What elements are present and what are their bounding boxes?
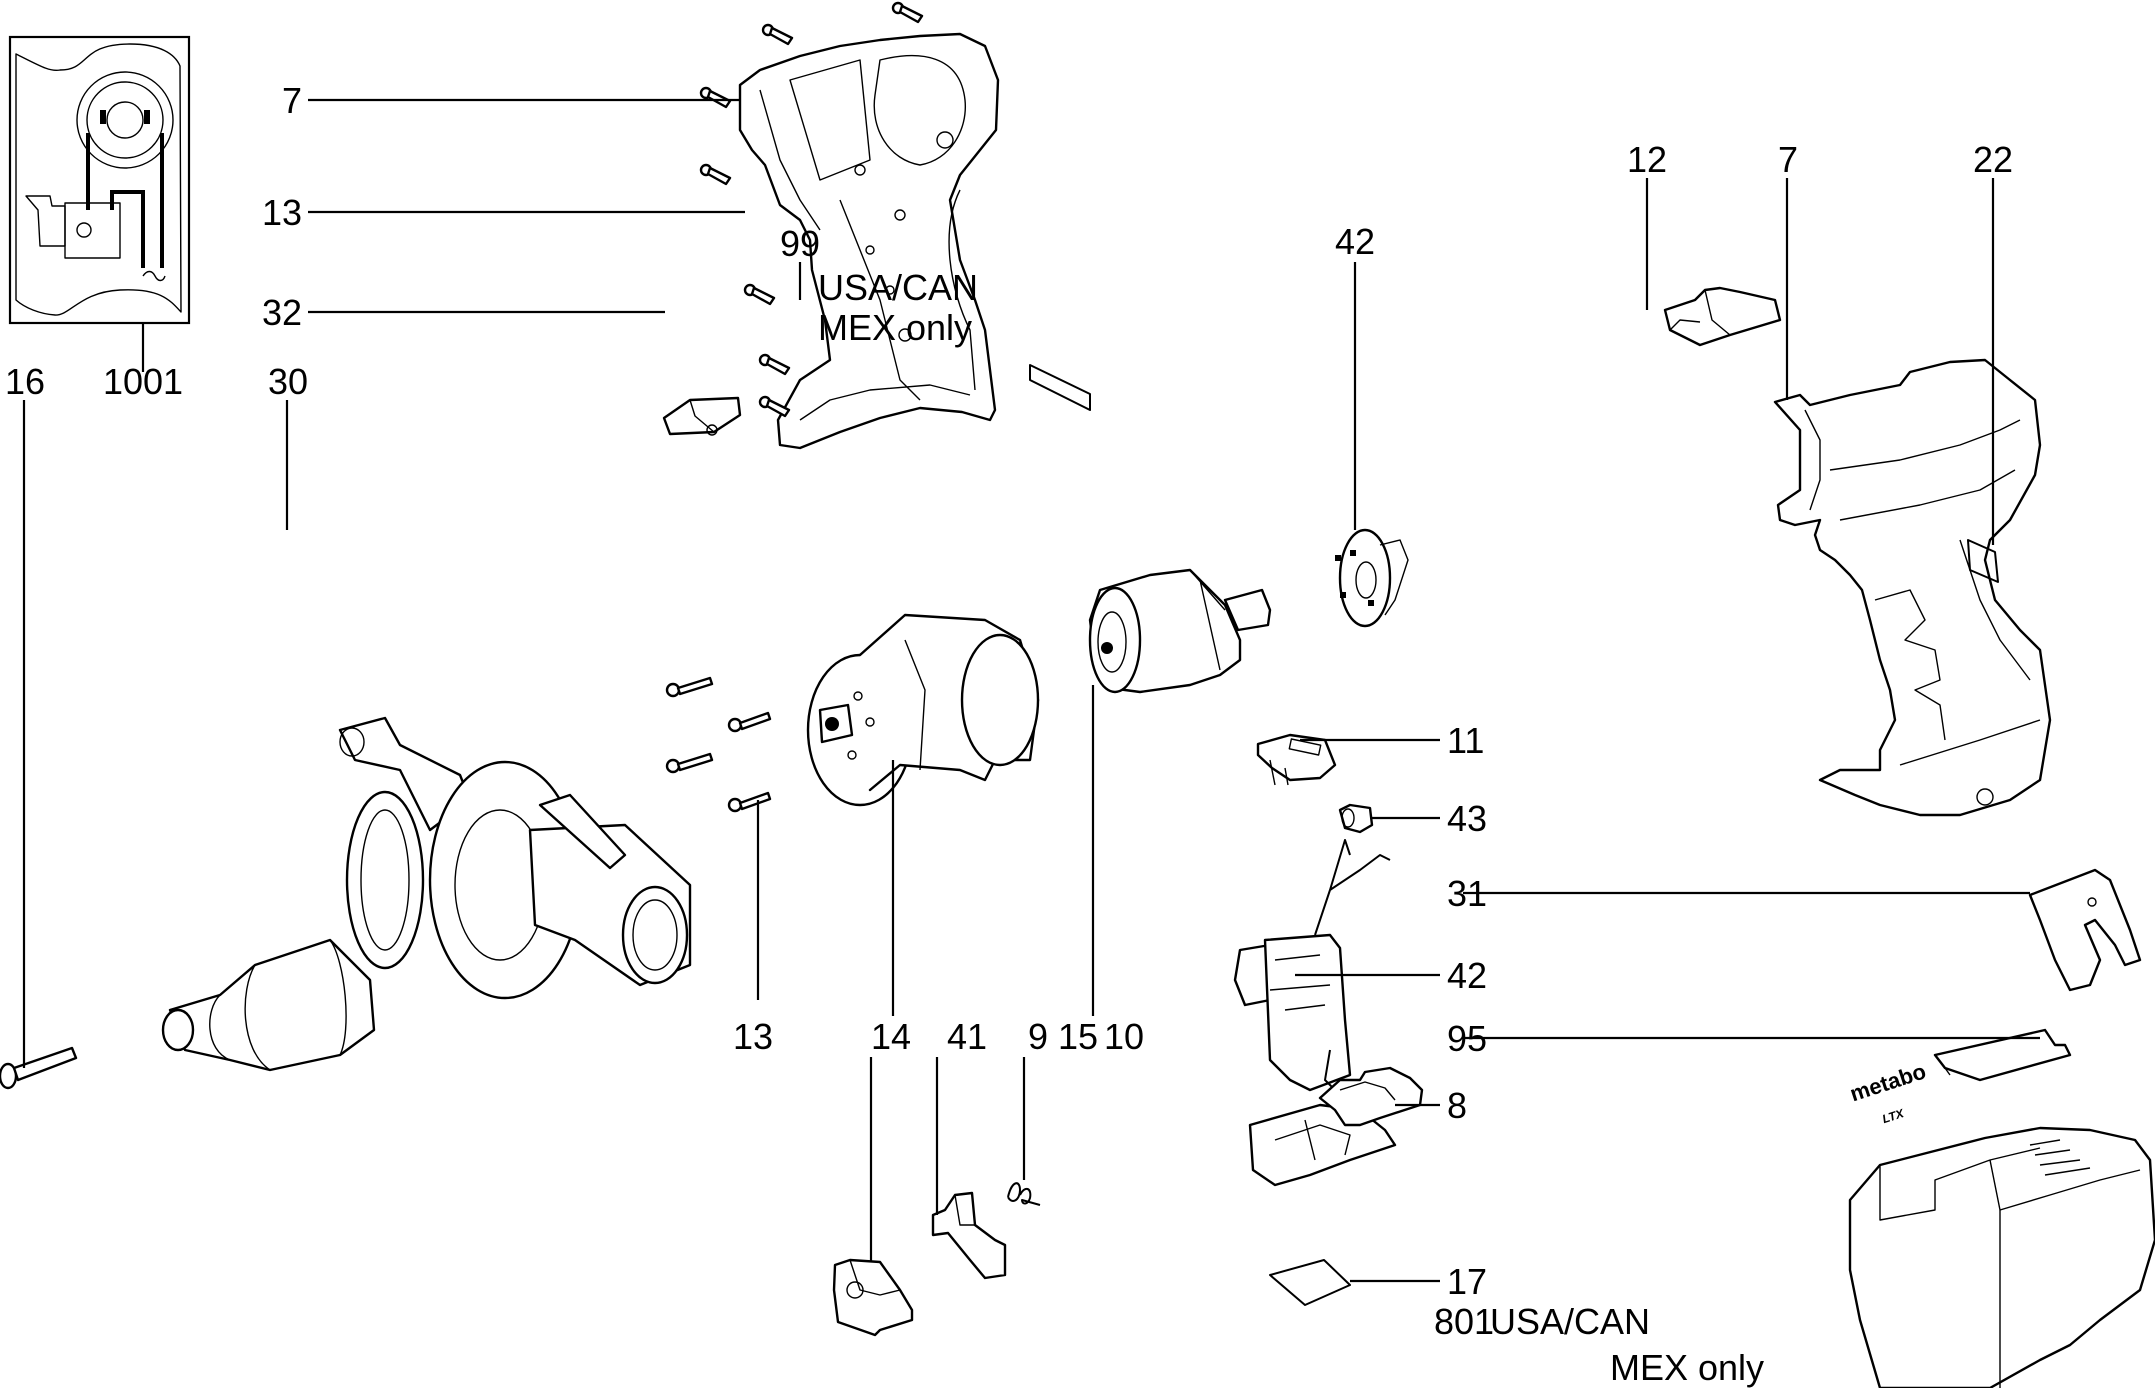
label-99 bbox=[1029, 364, 1091, 411]
callout-17: 17 bbox=[1447, 1261, 1487, 1302]
callout-41: 41 bbox=[947, 1016, 987, 1057]
bit-holder-95 bbox=[1933, 1028, 2072, 1082]
callout-43: 43 bbox=[1447, 798, 1487, 839]
callout-801-note-line2: MEX only bbox=[1610, 1347, 1764, 1388]
ltx-logo: LTX bbox=[1880, 1106, 1906, 1126]
screw bbox=[743, 283, 776, 306]
leader-lines bbox=[22, 98, 2040, 1283]
label-22 bbox=[1967, 539, 1999, 583]
trigger-symbol bbox=[25, 195, 66, 247]
screw bbox=[665, 752, 714, 774]
contact-holder-8 bbox=[1318, 1066, 1424, 1127]
screws-13-middle bbox=[665, 676, 772, 813]
wiring-diagram-1001 bbox=[8, 35, 191, 372]
callout-99-note-line1: USA/CAN bbox=[818, 267, 978, 308]
callout-13-top: 13 bbox=[262, 192, 302, 233]
tool-outline bbox=[15, 43, 182, 316]
callout-801: 801 bbox=[1434, 1301, 1494, 1342]
callout-99: 99 bbox=[780, 223, 820, 264]
screw bbox=[891, 1, 924, 24]
callout-22: 22 bbox=[1973, 139, 2013, 180]
metabo-logo: metabo bbox=[1847, 1058, 1929, 1106]
screw bbox=[699, 86, 732, 109]
callout-10: 10 bbox=[1104, 1016, 1144, 1057]
callout-1001: 1001 bbox=[103, 361, 183, 402]
callout-42-top: 42 bbox=[1335, 221, 1375, 262]
reversing-lever-11 bbox=[1256, 733, 1337, 786]
callout-95: 95 bbox=[1447, 1018, 1487, 1059]
screw bbox=[758, 395, 791, 418]
spring-10 bbox=[1007, 1182, 1041, 1206]
chuck bbox=[161, 938, 376, 1072]
screw-16 bbox=[0, 1046, 78, 1090]
battery-pack-801 bbox=[1848, 1126, 2155, 1388]
callout-8: 8 bbox=[1447, 1085, 1467, 1126]
switch-symbol bbox=[64, 202, 121, 259]
side-handle-30 bbox=[338, 716, 692, 1000]
screw bbox=[727, 791, 772, 813]
motor-15 bbox=[1088, 568, 1272, 694]
led-module-41 bbox=[832, 1258, 914, 1337]
electronics-board-42-top bbox=[1335, 528, 1409, 628]
gear-selector-12 bbox=[1663, 286, 1782, 347]
clamp-9 bbox=[931, 1191, 1007, 1280]
switch-42-bottom bbox=[1233, 839, 1397, 1187]
spacer-43 bbox=[1338, 803, 1374, 834]
screw bbox=[665, 676, 714, 698]
callout-32: 32 bbox=[262, 292, 302, 333]
callout-15: 15 bbox=[1058, 1016, 1098, 1057]
callout-42-bottom: 42 bbox=[1447, 955, 1487, 996]
belt-hook-31 bbox=[2028, 868, 2142, 992]
screw bbox=[699, 163, 732, 186]
callout-31: 31 bbox=[1447, 873, 1487, 914]
callout-7-right: 7 bbox=[1778, 139, 1798, 180]
callout-30: 30 bbox=[268, 361, 308, 402]
callout-9: 9 bbox=[1028, 1016, 1048, 1057]
callout-7-left: 7 bbox=[282, 80, 302, 121]
motor-symbol bbox=[76, 71, 174, 169]
housing-shell-left bbox=[738, 32, 1000, 450]
screw bbox=[727, 711, 772, 733]
callout-labels: 7 13 32 16 1001 30 99 USA/CAN MEX only 4… bbox=[5, 80, 2013, 1388]
callout-13-bottom: 13 bbox=[733, 1016, 773, 1057]
wiring-diagram-frame bbox=[8, 35, 191, 325]
callout-99-note-line2: MEX only bbox=[818, 307, 972, 348]
callout-14: 14 bbox=[871, 1016, 911, 1057]
callout-11: 11 bbox=[1447, 720, 1484, 761]
wire bbox=[110, 190, 145, 268]
gearbox-14 bbox=[806, 613, 1040, 807]
screw bbox=[761, 23, 794, 46]
callout-801-note-line1: USA/CAN bbox=[1490, 1301, 1650, 1342]
screw bbox=[758, 353, 791, 376]
switch-terminal bbox=[76, 222, 92, 238]
callout-12: 12 bbox=[1627, 139, 1667, 180]
type-plate-17 bbox=[1269, 1259, 1351, 1306]
switch-slider-32 bbox=[662, 396, 742, 436]
ac-symbol bbox=[142, 270, 166, 282]
callout-16: 16 bbox=[5, 361, 45, 402]
screws-13-top bbox=[699, 1, 924, 418]
housing-shell-right: metabo LTX bbox=[1773, 358, 2052, 1126]
